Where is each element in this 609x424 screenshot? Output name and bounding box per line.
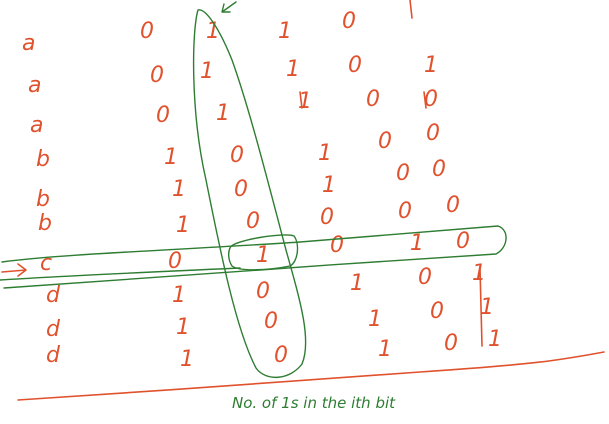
bit-cell: 1 <box>424 53 438 78</box>
column-separator <box>409 0 413 19</box>
bit-cell: 0 <box>256 279 270 304</box>
bit-cell: 0 <box>432 157 446 182</box>
bit-cell: 1 <box>480 295 494 320</box>
column-separators <box>299 0 483 347</box>
bit-cell: 1 <box>410 231 424 256</box>
bit-cell: 0 <box>264 309 278 334</box>
bit-cell: 0 <box>444 331 458 356</box>
bit-cell: 0 <box>430 299 444 324</box>
bit-cell: 1 <box>172 283 186 308</box>
column-separator <box>423 91 427 109</box>
intersection-highlight-loop <box>227 234 299 271</box>
bit-cell: 1 <box>180 347 194 372</box>
bit-cell: 0 <box>446 193 460 218</box>
bit-cell: 0 <box>168 249 182 274</box>
bit-cell: 0 <box>418 265 432 290</box>
row-label: b <box>36 147 50 172</box>
bit-cell: 1 <box>286 57 300 82</box>
row-label: c <box>40 251 52 276</box>
row-label: b <box>36 187 50 212</box>
row-label: b <box>38 211 52 236</box>
caption-text: No. of 1s in the ith bit <box>232 394 396 412</box>
bit-cell: 0 <box>140 19 154 44</box>
row-labels: a a a b b b c d d d <box>22 31 61 368</box>
bit-cell: 1 <box>472 261 486 286</box>
row-label: d <box>46 283 61 308</box>
bit-cell: 0 <box>348 53 362 78</box>
bit-cell: 1 <box>350 271 364 296</box>
bit-cell: 0 <box>150 63 164 88</box>
bit-cells: 0 1 1 0 0 1 1 0 1 0 1 1 0 0 1 0 1 0 0 1 … <box>140 9 502 372</box>
bit-cell: 1 <box>256 243 270 268</box>
bit-cell: 1 <box>176 213 190 238</box>
highlight-loops <box>0 1 507 378</box>
bit-cell: 1 <box>318 141 332 166</box>
column-highlight-loop <box>192 9 307 378</box>
row-label: a <box>28 73 41 98</box>
column-pointer-arrow <box>221 1 237 13</box>
bit-cell: 0 <box>426 121 440 146</box>
bit-cell: 0 <box>274 343 288 368</box>
column-separator <box>479 267 483 347</box>
bit-cell: 0 <box>330 233 344 258</box>
row-label: d <box>46 317 61 342</box>
bit-cell: 1 <box>172 177 186 202</box>
row-highlight-loop <box>1 225 507 289</box>
bit-cell: 0 <box>230 143 244 168</box>
bit-cell: 1 <box>206 19 220 44</box>
bit-cell: 1 <box>200 59 214 84</box>
bit-cell: 0 <box>378 129 392 154</box>
bit-cell: 1 <box>298 89 312 114</box>
row-label: a <box>30 113 43 138</box>
bit-cell: 0 <box>396 161 410 186</box>
row-pointer-arrow <box>1 263 27 277</box>
row-label: a <box>22 31 35 56</box>
bit-cell: 1 <box>278 19 292 44</box>
bit-cell: 1 <box>378 337 392 362</box>
bit-cell: 1 <box>322 173 336 198</box>
bit-cell: 0 <box>456 229 470 254</box>
bit-cell: 1 <box>176 315 190 340</box>
bit-cell: 0 <box>424 87 438 112</box>
bit-cell: 0 <box>156 103 170 128</box>
baseline-rule <box>17 351 605 401</box>
column-separator <box>299 91 303 109</box>
bit-cell: 0 <box>342 9 356 34</box>
row-label: d <box>46 343 61 368</box>
bit-cell: 0 <box>246 209 260 234</box>
bit-cell: 1 <box>164 145 178 170</box>
bit-cell: 0 <box>366 87 380 112</box>
bit-cell: 1 <box>488 327 502 352</box>
bit-cell: 1 <box>368 307 382 332</box>
row-highlight-inner <box>0 267 241 281</box>
bit-cell: 0 <box>398 199 412 224</box>
bit-cell: 0 <box>320 205 334 230</box>
bit-cell: 1 <box>216 101 230 126</box>
bit-cell: 0 <box>234 177 248 202</box>
